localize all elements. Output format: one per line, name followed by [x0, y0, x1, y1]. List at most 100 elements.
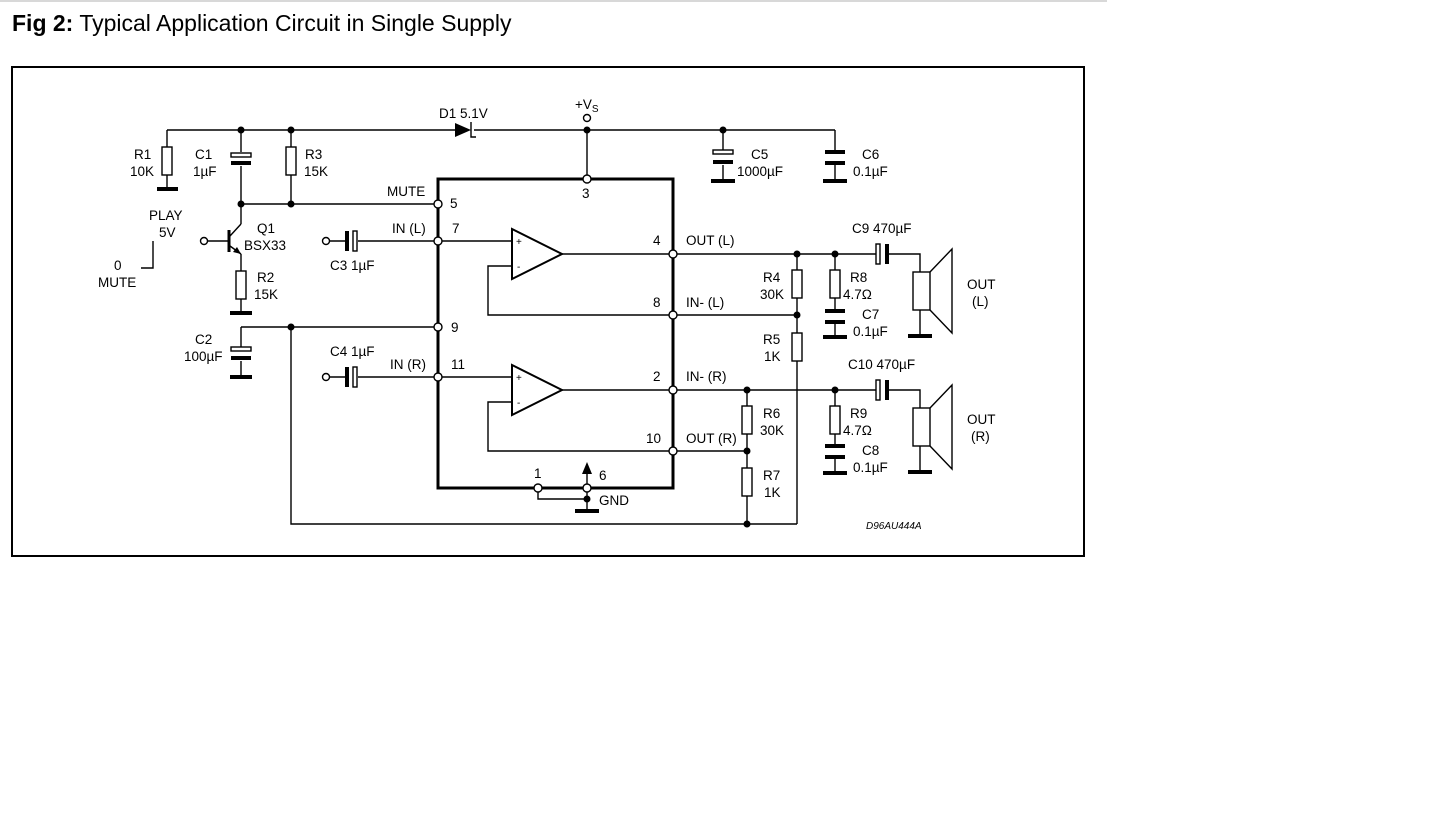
label-r9-value: 4.7Ω	[843, 423, 872, 438]
label-speaker-left-2: (L)	[972, 294, 989, 309]
pin-2: 2	[653, 369, 661, 384]
resistor-r7	[741, 467, 753, 497]
label-out-right: OUT (R)	[686, 431, 737, 446]
label-q1-value: BSX33	[244, 238, 286, 253]
label-c6: C6	[862, 147, 879, 162]
pin-9: 9	[451, 320, 459, 335]
label-out-left: OUT (L)	[686, 233, 735, 248]
label-vs: +VS	[575, 97, 599, 115]
ic-body	[436, 177, 675, 490]
capacitor-c2	[230, 346, 252, 360]
pin-8: 8	[653, 295, 661, 310]
label-r1-value: 10K	[130, 164, 154, 179]
label-play-voltage: 5V	[159, 225, 176, 240]
opamp-left-minus: -	[517, 262, 520, 273]
label-c5-value: 1000µF	[737, 164, 783, 179]
speaker-left	[912, 247, 953, 335]
pin-1: 1	[534, 466, 542, 481]
ground-symbols	[157, 179, 932, 513]
pin-6: 6	[599, 468, 607, 483]
wiring	[141, 129, 921, 525]
figure-title: Fig 2: Typical Application Circuit in Si…	[12, 10, 511, 37]
top-divider	[0, 0, 1107, 2]
label-inminus-right: IN- (R)	[686, 369, 727, 384]
label-r3: R3	[305, 147, 322, 162]
label-in-right: IN (R)	[390, 357, 426, 372]
label-c4: C4 1µF	[330, 344, 375, 359]
capacitor-c1	[230, 152, 252, 165]
label-in-left: IN (L)	[392, 221, 426, 236]
label-c10: C10 470µF	[848, 357, 915, 372]
label-mute: MUTE	[98, 275, 136, 290]
label-speaker-left-1: OUT	[967, 277, 996, 292]
label-vs-text: +V	[575, 97, 592, 112]
speaker-right	[912, 383, 953, 471]
label-q1: Q1	[257, 221, 275, 236]
label-c3: C3 1µF	[330, 258, 375, 273]
opamp-right	[511, 363, 565, 417]
label-c6-value: 0.1µF	[853, 164, 888, 179]
resistor-r1	[161, 146, 173, 176]
capacitor-c4	[345, 366, 358, 388]
capacitor-c9	[875, 243, 889, 265]
label-r4-value: 30K	[760, 287, 784, 302]
label-c7: C7	[862, 307, 879, 322]
opamp-right-plus: +	[516, 373, 522, 384]
label-r6-value: 30K	[760, 423, 784, 438]
label-speaker-right-1: OUT	[967, 412, 996, 427]
label-vs-sub: S	[592, 104, 599, 115]
label-r5: R5	[763, 332, 780, 347]
label-r5-value: 1K	[764, 349, 781, 364]
pin-5: 5	[450, 196, 458, 211]
label-r6: R6	[763, 406, 780, 421]
label-mute-zero: 0	[114, 258, 122, 273]
label-c7-value: 0.1µF	[853, 324, 888, 339]
label-speaker-right-2: (R)	[971, 429, 990, 444]
resistor-r8	[829, 269, 841, 299]
capacitor-c8	[825, 444, 845, 459]
label-r7: R7	[763, 468, 780, 483]
diagram-frame	[11, 66, 1085, 557]
capacitor-c10	[875, 379, 889, 401]
label-r1: R1	[134, 147, 151, 162]
pin-terminals	[199, 113, 678, 493]
resistor-r9	[829, 405, 841, 435]
capacitor-c7	[825, 309, 845, 324]
resistors	[161, 146, 841, 497]
label-c2-value: 100µF	[184, 349, 223, 364]
label-r3-value: 15K	[304, 164, 328, 179]
labels: +VS D1 5.1V R1 10K C1 1µF R3 15K MUTE 5 …	[98, 97, 996, 532]
label-mute-pin: MUTE	[387, 184, 425, 199]
transistor-q1	[227, 223, 242, 255]
label-c2: C2	[195, 332, 212, 347]
resistor-r5	[791, 332, 803, 362]
junctions	[237, 126, 839, 528]
opamp-right-minus: -	[517, 398, 520, 409]
pin-3: 3	[582, 186, 590, 201]
label-doc-code: D96AU444A	[866, 521, 922, 532]
capacitor-c6	[825, 150, 845, 165]
label-r2: R2	[257, 270, 274, 285]
label-c1: C1	[195, 147, 212, 162]
label-c1-value: 1µF	[193, 164, 217, 179]
label-r8: R8	[850, 270, 867, 285]
label-r9: R9	[850, 406, 867, 421]
label-r8-value: 4.7Ω	[843, 287, 872, 302]
pin-11: 11	[451, 357, 465, 372]
opamp-left	[511, 227, 565, 281]
resistor-r4	[791, 269, 803, 299]
opamp-left-plus: +	[516, 237, 522, 248]
pin-10: 10	[646, 431, 661, 446]
label-d1: D1 5.1V	[439, 106, 488, 121]
pin-4: 4	[653, 233, 661, 248]
capacitors	[230, 149, 889, 459]
label-c8-value: 0.1µF	[853, 460, 888, 475]
label-play: PLAY	[149, 208, 183, 223]
label-r4: R4	[763, 270, 781, 285]
zener-diode-d1	[455, 122, 476, 138]
figure-caption: Typical Application Circuit in Single Su…	[79, 10, 512, 36]
figure-number: Fig 2:	[12, 10, 74, 36]
capacitor-c5	[712, 149, 734, 164]
label-c5: C5	[751, 147, 768, 162]
